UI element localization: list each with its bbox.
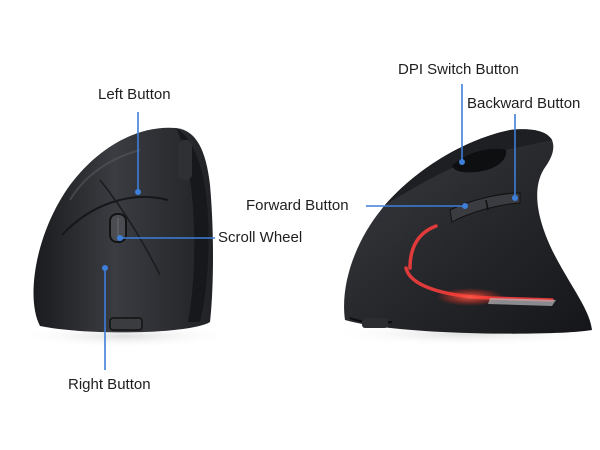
forward-button-label: Forward Button [246, 197, 349, 214]
right-mouse-body [344, 129, 592, 334]
left-mouse-side [176, 128, 209, 322]
dpi-switch-button-label: DPI Switch Button [398, 61, 519, 78]
left-mouse [33, 127, 213, 333]
right-button-label: Right Button [68, 376, 151, 393]
right-mouse-dpi-recess [452, 148, 507, 173]
left-mouse-button-seam [61, 196, 169, 236]
scroll-wheel-label: Scroll Wheel [218, 229, 303, 246]
left-mouse-upper-seam [99, 179, 161, 276]
leader-lines [102, 84, 518, 370]
right-mouse-side-buttons [449, 192, 521, 223]
left-button-label: Left Button [98, 86, 171, 103]
left-mouse-receiver [109, 317, 143, 331]
right-mouse [344, 129, 592, 334]
backward-button-label: Backward Button [467, 95, 581, 112]
